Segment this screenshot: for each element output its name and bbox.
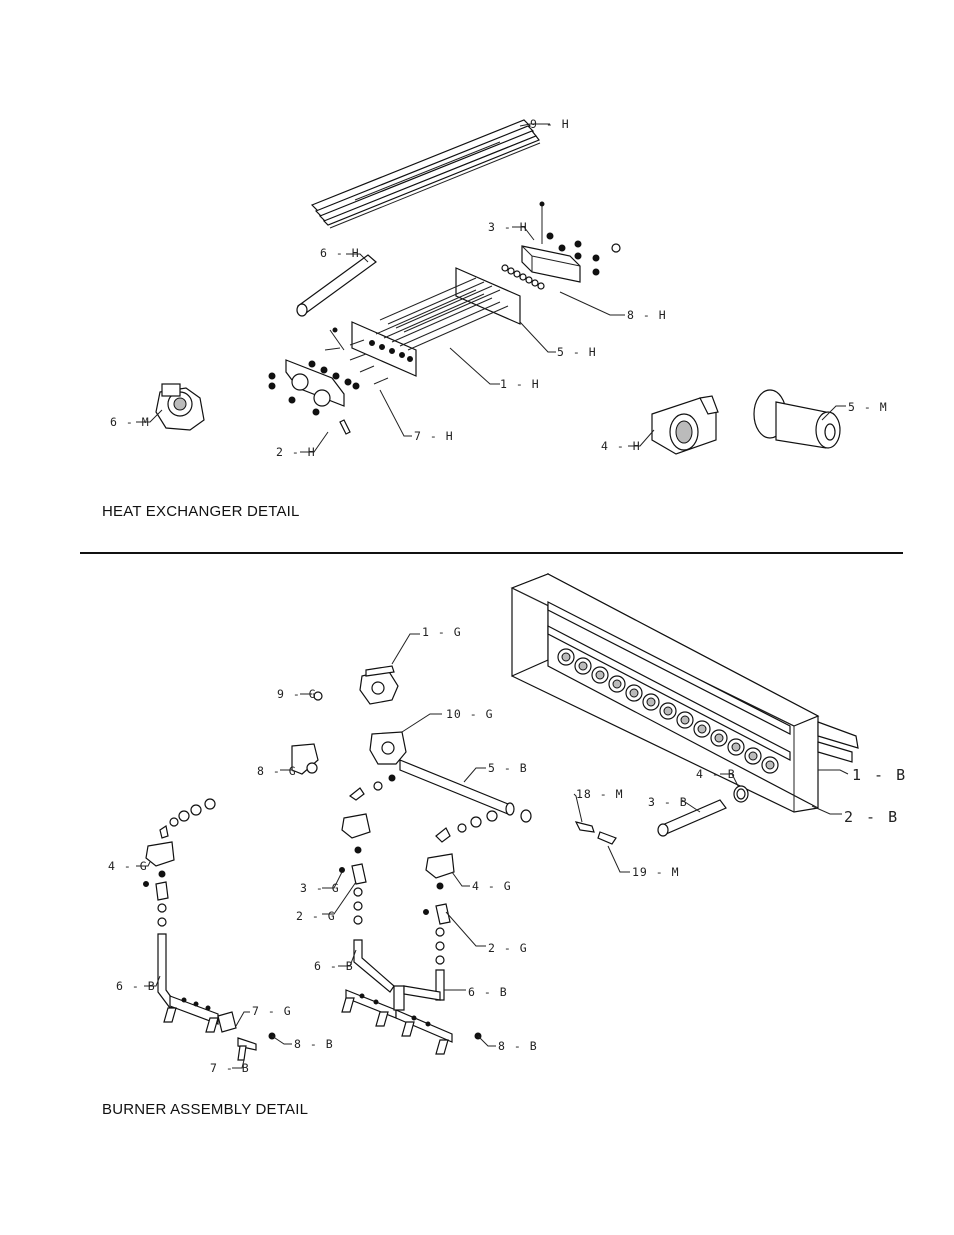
burner-tube-3b (657, 799, 727, 837)
label-4h: 4 - H (601, 439, 641, 453)
label-6b-left: 6 - B (116, 979, 156, 993)
label-8b-right: 8 - B (498, 1039, 538, 1053)
label-7g: 7 - G (252, 1004, 292, 1018)
label-4g-left: 4 - G (108, 859, 148, 873)
label-3b: 3 - B (648, 795, 688, 809)
burner-box-1b (510, 573, 859, 815)
label-4g-right: 4 - G (472, 879, 512, 893)
motor-5m (753, 389, 846, 449)
label-2h: 2 - H (276, 445, 316, 459)
header-3h (512, 201, 621, 283)
label-18m: 18 - M (576, 787, 624, 801)
gaskets-8h (501, 264, 625, 316)
label-9h: 9 - H (530, 117, 570, 131)
label-6h: 6 - H (320, 246, 360, 260)
fitting-9g (300, 691, 323, 701)
tube-bundle-1h (351, 267, 521, 385)
label-8h: 8 - H (627, 308, 667, 322)
label-3h: 3 - H (488, 220, 528, 234)
label-6b-mid: 6 - B (314, 959, 354, 973)
electrodes-18m-19m (573, 793, 630, 873)
rods-7h (349, 339, 412, 437)
label-5m: 5 - M (848, 400, 888, 414)
label-5h: 5 - H (557, 345, 597, 359)
front-header-2h (268, 327, 360, 453)
label-9g: 9 - G (277, 687, 317, 701)
left-branch (136, 798, 292, 1069)
label-1g: 1 - G (422, 625, 462, 639)
label-6m: 6 - M (110, 415, 150, 429)
label-4b: 4 - B (696, 767, 736, 781)
label-1b: 1 - B (852, 766, 907, 784)
ring-4b (720, 773, 749, 803)
right-branch (403, 810, 498, 1047)
section-divider (80, 552, 903, 554)
label-7h: 7 - H (414, 429, 454, 443)
heat-exchanger-caption: HEAT EXCHANGER DETAIL (102, 503, 300, 520)
burner-assembly-caption: BURNER ASSEMBLY DETAIL (102, 1101, 309, 1118)
label-10g: 10 - G (446, 707, 494, 721)
burner-assembly-group: 1 - G 9 - G 10 - G 8 - G 5 - B 4 - B 1 -… (108, 573, 907, 1075)
regulator-10g (369, 713, 442, 782)
label-8b-left: 8 - B (294, 1037, 334, 1051)
label-2b: 2 - B (844, 808, 899, 826)
label-7b: 7 - B (210, 1061, 250, 1075)
label-3g: 3 - G (300, 881, 340, 895)
fitting-8g (280, 743, 319, 775)
baffle-rods-9h (310, 119, 550, 229)
gas-valve-1g (359, 633, 420, 705)
label-5b: 5 - B (488, 761, 528, 775)
middle-branch (322, 781, 453, 1055)
label-2g-mid: 2 - G (296, 909, 336, 923)
label-8g: 8 - G (257, 764, 297, 778)
blower-4h (628, 395, 719, 455)
label-19m: 19 - M (632, 865, 680, 879)
heat-exchanger-group: 9 - H 3 - H 6 - H 8 - H 5 - H 1 - H 6 - … (110, 117, 888, 459)
label-6b-right: 6 - B (468, 985, 508, 999)
label-1h: 1 - H (500, 377, 540, 391)
manifold-pipe-5b (399, 759, 532, 823)
label-2g-right: 2 - G (488, 941, 528, 955)
pump-6m (136, 383, 205, 431)
tube-6h (296, 253, 377, 317)
